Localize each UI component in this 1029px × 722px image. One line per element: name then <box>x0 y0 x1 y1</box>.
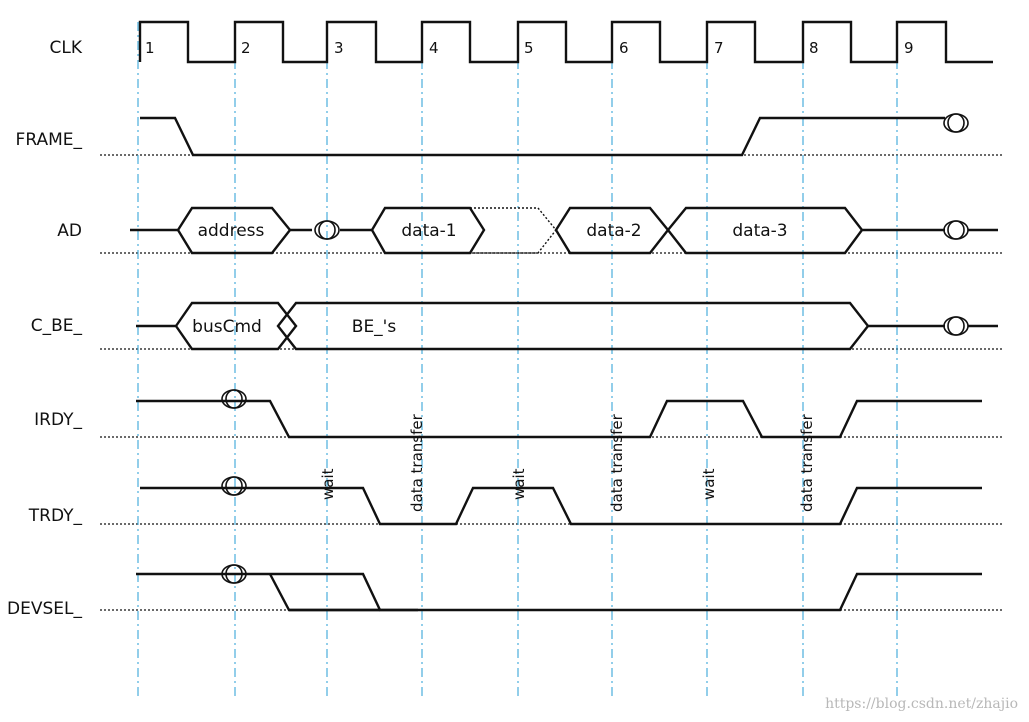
signal-label-cbe: C_BE_ <box>31 316 83 336</box>
annotation-wait-3: wait <box>700 468 718 500</box>
annotation-wait-1: wait <box>319 468 337 500</box>
annotation-data-transfer-1: data transfer <box>408 413 426 512</box>
clock-number-1: 1 <box>145 39 155 57</box>
signal-label-trdy: TRDY_ <box>28 506 83 526</box>
clock-number-6: 6 <box>619 39 629 57</box>
ad-address-label: address <box>198 221 265 241</box>
clock-number-2: 2 <box>241 39 251 57</box>
clock-number-3: 3 <box>334 39 344 57</box>
ad-turnaround-icon <box>314 220 340 240</box>
ad-bus: address data-1 data-2 data-3 <box>130 206 998 255</box>
clock-number-4: 4 <box>429 39 439 57</box>
ad-end-turnaround-icon <box>943 220 969 240</box>
signal-label-clk: CLK <box>50 38 83 58</box>
annotation-wait-2: wait <box>510 468 528 500</box>
cbe-buscmd-label: busCmd <box>192 317 262 337</box>
clock-number-8: 8 <box>809 39 819 57</box>
clock-number-5: 5 <box>524 39 534 57</box>
clock-numbers: 1 2 3 4 5 6 7 8 9 <box>145 39 914 57</box>
clock-number-7: 7 <box>714 39 724 57</box>
ad-data2-label: data-2 <box>586 221 641 241</box>
signal-label-irdy: IRDY_ <box>34 410 82 430</box>
phase-annotations: wait data transfer wait data transfer wa… <box>319 413 816 512</box>
frame-waveform <box>140 116 945 157</box>
clock-number-9: 9 <box>904 39 914 57</box>
ad-data1-label: data-1 <box>401 221 456 241</box>
ad-data3-label: data-3 <box>732 221 787 241</box>
cbe-turnaround-icon <box>943 316 969 336</box>
signal-label-ad: AD <box>57 221 82 241</box>
devsel-turnaround-icon <box>221 564 247 584</box>
annotation-data-transfer-2: data transfer <box>608 413 626 512</box>
devsel-waveform <box>136 572 982 612</box>
cbe-byte-enables-label: BE_'s <box>352 317 397 337</box>
cbe-buscmd-phase <box>174 301 298 351</box>
frame-turnaround-icon <box>943 113 969 133</box>
clock-edge-gridlines <box>137 22 898 700</box>
signal-baselines <box>100 154 1003 611</box>
annotation-data-transfer-3: data transfer <box>798 413 816 512</box>
signal-label-frame: FRAME_ <box>16 130 83 150</box>
irdy-turnaround-icon <box>221 389 247 409</box>
irdy-waveform <box>136 399 982 439</box>
ad-data1-phase <box>370 206 486 255</box>
signal-label-devsel: DEVSEL_ <box>7 599 82 619</box>
cbe-bus: busCmd BE_'s <box>136 301 998 351</box>
trdy-waveform <box>140 486 982 526</box>
trdy-turnaround-icon <box>221 476 247 496</box>
watermark: https://blog.csdn.net/zhajio <box>825 696 1018 712</box>
clk-waveform <box>138 20 993 64</box>
